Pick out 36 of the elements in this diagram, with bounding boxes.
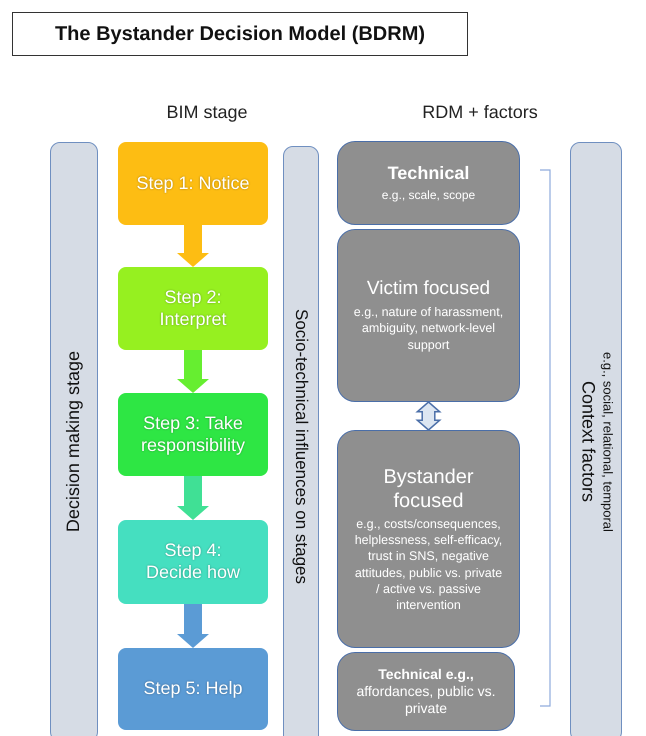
step-box (118, 267, 268, 350)
context-band (570, 142, 622, 736)
factor-box (337, 229, 520, 402)
node-title: Victim focused (366, 278, 490, 302)
stage-band (50, 142, 98, 736)
step-box (118, 142, 268, 225)
node-text: e.g., costs/consequences, helplessness, self-efficacy, trust in SNS, negative attitudes, public vs. private / active vs. passive intervention (354, 516, 504, 614)
block-arrow (177, 350, 209, 393)
column-heading: BIM stage (166, 102, 248, 123)
node-title: Context factors (577, 381, 598, 503)
node-text: e.g., social, relational, temporal (599, 352, 616, 532)
step-box (118, 648, 268, 730)
block-arrow (177, 476, 209, 520)
node-title: Step 5: Help (143, 678, 243, 700)
factor-box (337, 652, 515, 731)
step-box (118, 520, 268, 604)
step-box (118, 393, 268, 476)
node-title: Technical (388, 162, 470, 184)
block-arrow (177, 604, 209, 648)
node-title: Technical e.g., affordances, public vs. private (355, 666, 497, 717)
node-title: Decision making stage (63, 351, 84, 533)
influence-band (283, 146, 319, 736)
diagram-title: The Bystander Decision Model (BDRM) (12, 12, 468, 56)
block-arrow (415, 401, 442, 431)
node-text: e.g., scale, scope (382, 188, 476, 204)
node-title: Step 3: Take responsibility (140, 412, 246, 456)
block-arrow (177, 225, 209, 267)
node-title: Bystander focused (382, 464, 475, 513)
node-title: Step 1: Notice (136, 172, 250, 194)
node-text: e.g., nature of harassment, ambiguity, network-level support (352, 304, 504, 353)
node-title: Step 2: Interpret (158, 286, 228, 330)
column-heading: RDM + factors (422, 102, 538, 123)
factor-box (337, 141, 520, 225)
node-title: Step 4: Decide how (144, 540, 242, 584)
factor-box (337, 430, 520, 648)
node-title: Socio-technical influences on stages (291, 308, 312, 584)
